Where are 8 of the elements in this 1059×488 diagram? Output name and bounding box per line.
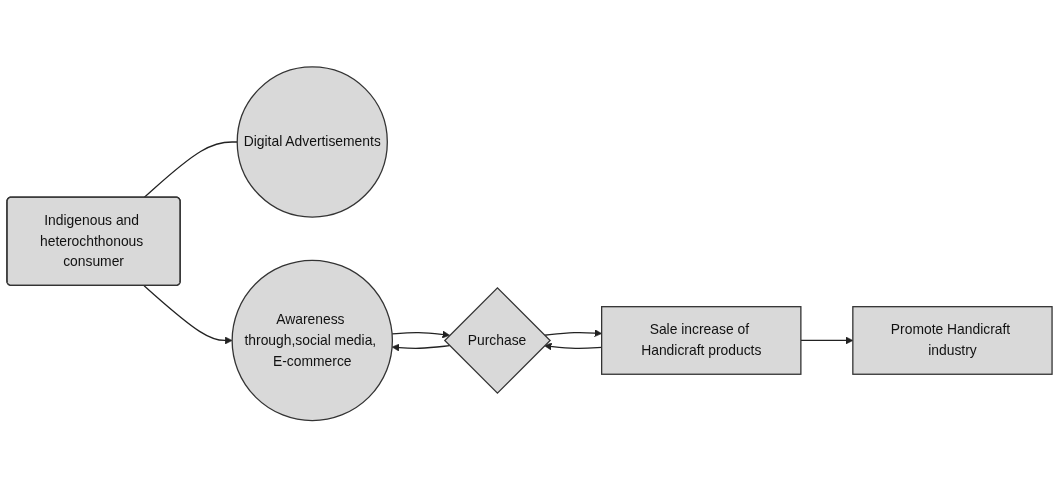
arrow (391, 344, 451, 352)
connector (143, 141, 238, 199)
node-circle: Awareness through,social media, E-commerce (231, 259, 394, 422)
node-box: Promote Handicraft industry (852, 306, 1053, 376)
arrow (143, 285, 233, 345)
node-box: Sale increase of Handicraft products (601, 306, 802, 376)
node-diamond: Purchase (443, 287, 552, 395)
node-circle: Digital Advertisements (236, 66, 388, 218)
